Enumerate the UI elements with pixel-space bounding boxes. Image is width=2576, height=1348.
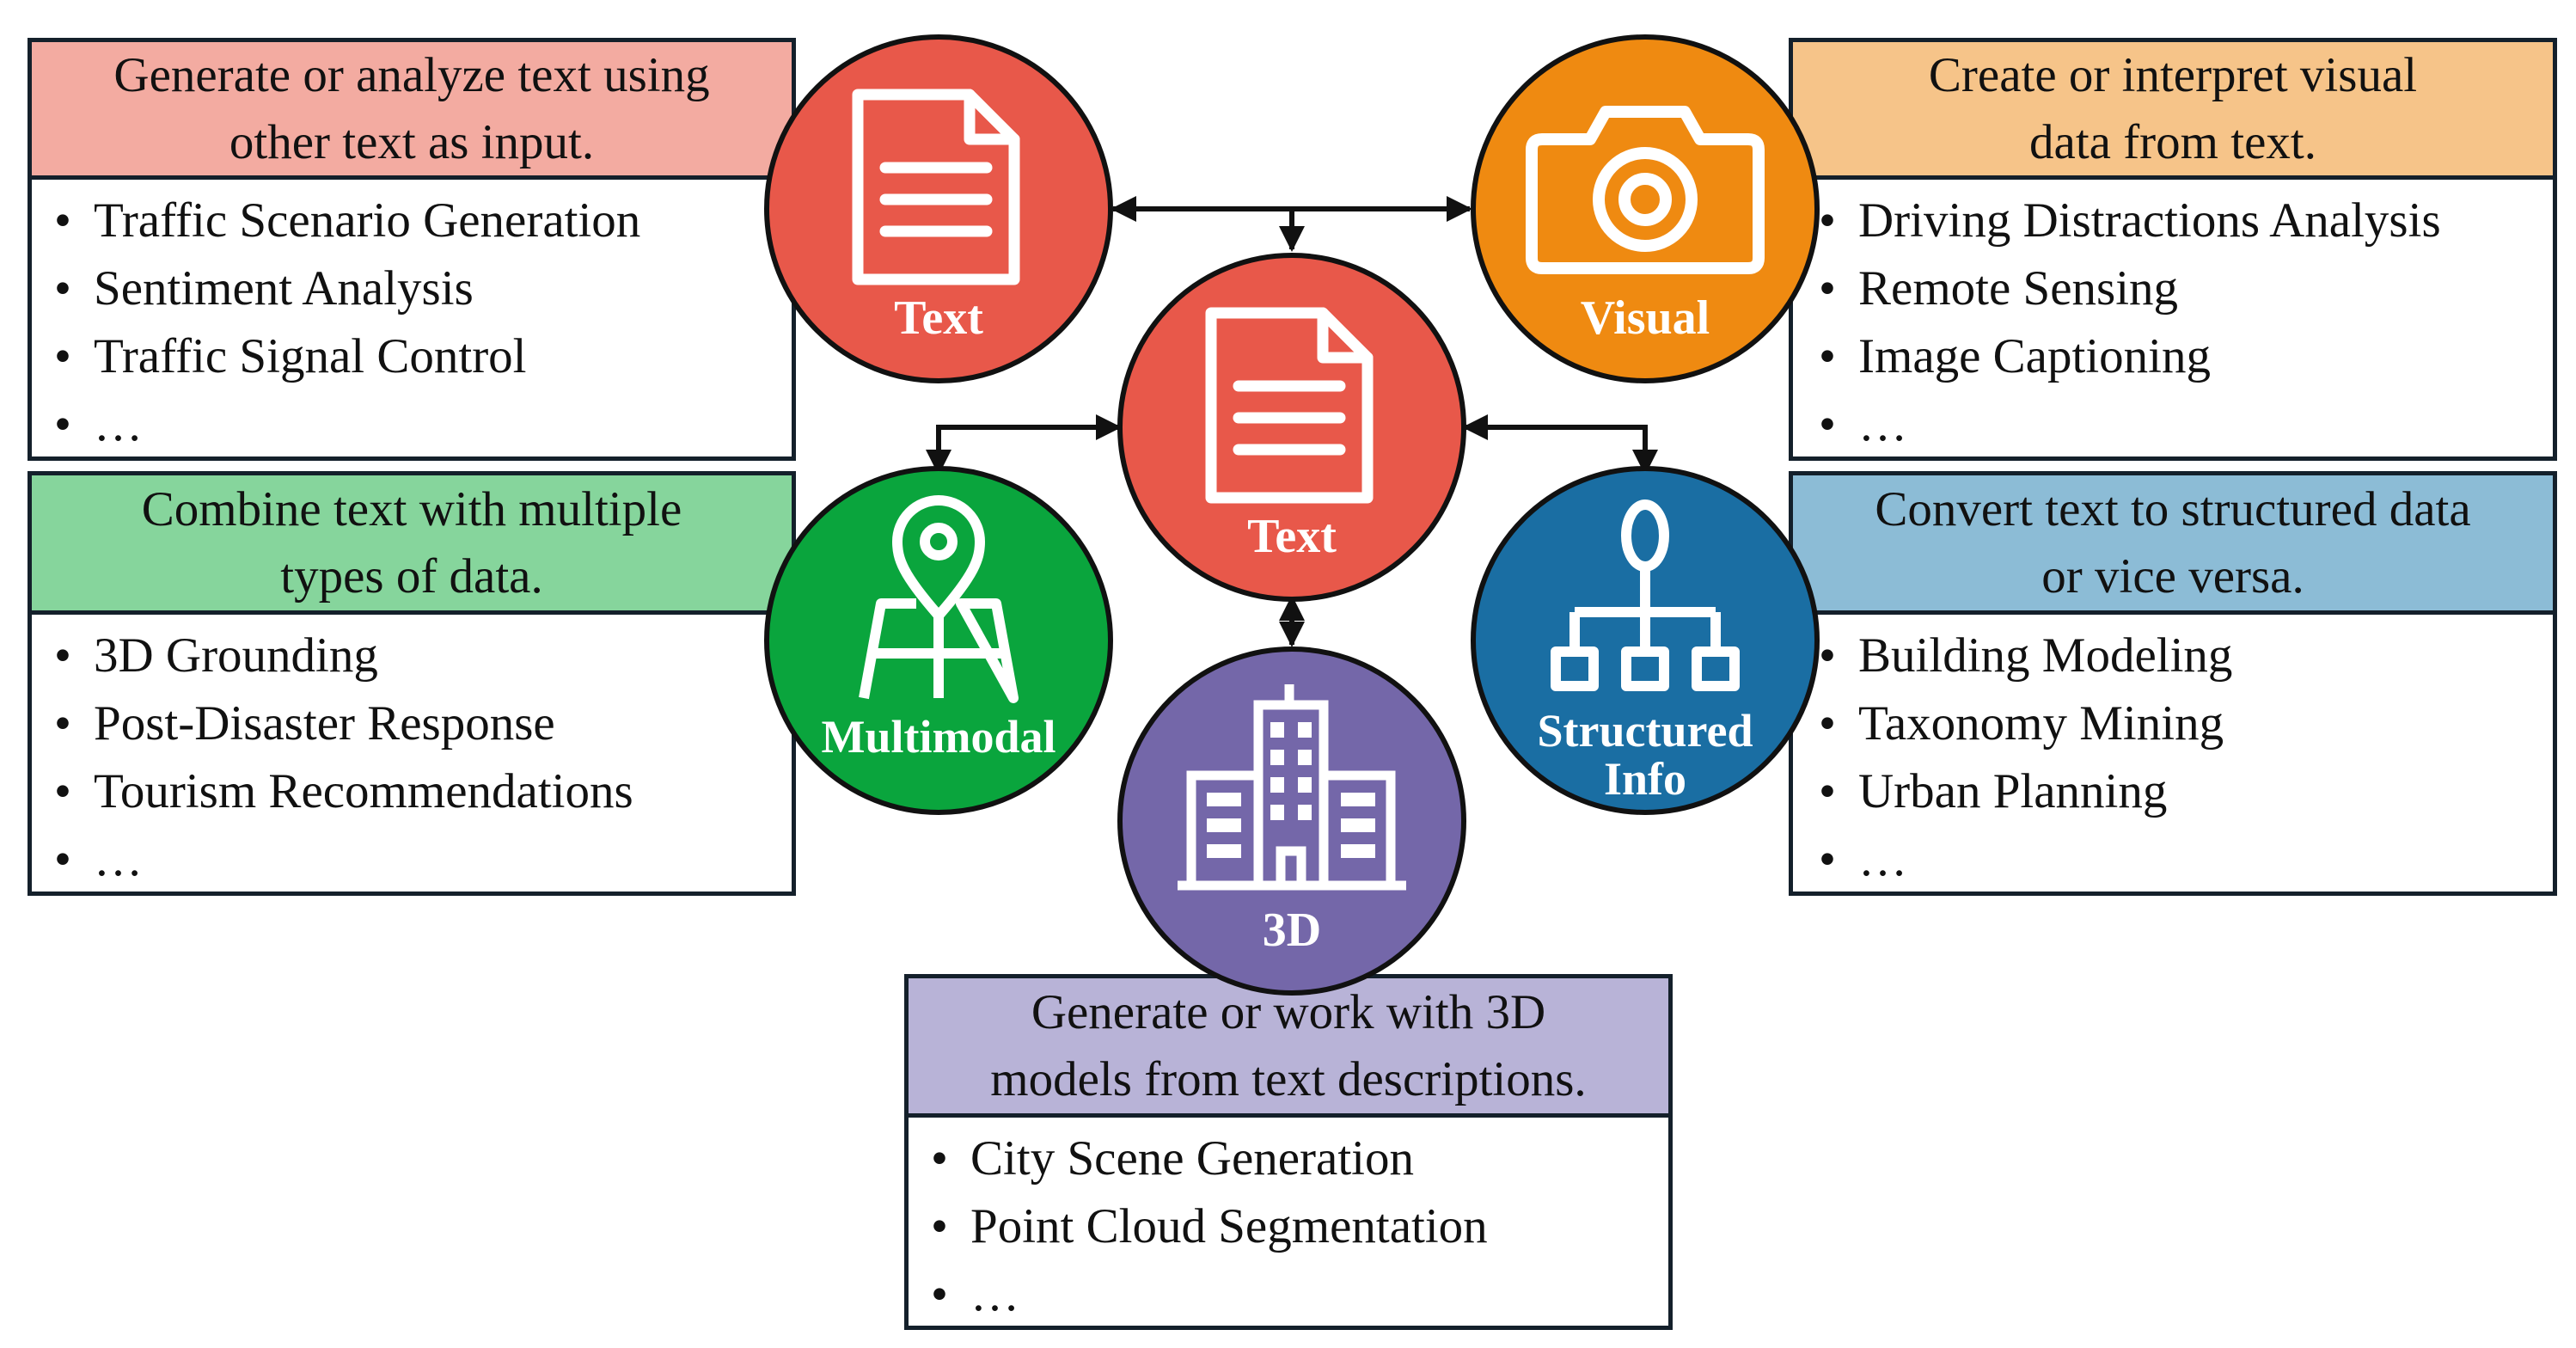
visual-task-list: •Driving Distractions Analysis •Remote S… [1793, 180, 2553, 458]
visual-label: Visual [1581, 291, 1710, 345]
building-icon [1178, 684, 1406, 891]
multimodal-task-heading: Combine text with multiple types of data… [32, 475, 792, 615]
structured-task-list: •Building Modeling •Taxonomy Mining •Urb… [1793, 615, 2553, 893]
connector-arrows [926, 196, 1658, 647]
multimodal-task-list: •3D Grounding •Post-Disaster Response •T… [32, 615, 792, 893]
list-item: •Taxonomy Mining [1819, 696, 2224, 751]
list-item: •Post-Disaster Response [54, 696, 555, 751]
list-item: •Traffic Scenario Generation [54, 193, 641, 248]
three-d-task-list: •City Scene Generation •Point Cloud Segm… [909, 1118, 1668, 1328]
visual-task-heading-line1: Create or interpret visual [1928, 47, 2418, 102]
text-task-list: •Traffic Scenario Generation •Sentiment … [32, 180, 792, 458]
list-item: •3D Grounding [54, 628, 378, 683]
document-icon [1205, 307, 1374, 504]
multimodal-task-heading-line1: Combine text with multiple [141, 481, 682, 536]
document-icon [852, 89, 1020, 285]
visual-task-heading-line2: data from text. [2029, 114, 2316, 169]
multimodal-label: Multimodal [821, 711, 1055, 763]
list-item: •Tourism Recommendations [54, 764, 633, 818]
list-item: •… [931, 1267, 1019, 1321]
three-d-task-heading: Generate or work with 3D models from tex… [909, 978, 1668, 1118]
three-d-label: 3D [1263, 904, 1321, 957]
structured-task-heading-line1: Convert text to structured data [1875, 481, 2471, 536]
camera-icon [1526, 106, 1765, 274]
multimodal-task-heading-line2: types of data. [280, 548, 543, 604]
list-item: •Sentiment Analysis [54, 261, 474, 316]
structured-label-line1: Structured [1538, 705, 1753, 757]
text-top-label: Text [894, 291, 983, 345]
list-item: •Driving Distractions Analysis [1819, 193, 2441, 248]
building-windows [1207, 722, 1375, 858]
structured-circle: Structured Info [1471, 466, 1820, 815]
visual-task-box: Create or interpret visual data from tex… [1789, 38, 2557, 461]
structured-task-heading-line2: or vice versa. [2041, 548, 2304, 604]
text-task-box: Generate or analyze text using other tex… [28, 38, 796, 461]
list-item: •Image Captioning [1819, 329, 2211, 383]
text-circle-top: Text [764, 34, 1113, 383]
list-item: •Traffic Signal Control [54, 329, 527, 383]
arrow-center-structured [1462, 414, 1658, 475]
text-task-heading: Generate or analyze text using other tex… [32, 42, 792, 180]
text-task-heading-line2: other text as input. [229, 114, 595, 169]
list-item: •… [1819, 397, 1907, 451]
list-item: •… [54, 397, 143, 451]
structured-label-line2: Info [1604, 753, 1686, 805]
three-d-circle: 3D [1117, 646, 1466, 996]
multimodal-circle: Multimodal [764, 466, 1113, 815]
map-pin-icon [859, 495, 1019, 703]
list-item: •… [1819, 832, 1907, 886]
multimodal-task-box: Combine text with multiple types of data… [28, 471, 796, 896]
text-center-label: Text [1247, 510, 1337, 563]
visual-circle: Visual [1471, 34, 1820, 383]
list-item: •… [54, 832, 143, 886]
structured-task-box: Convert text to structured data or vice … [1789, 471, 2557, 896]
list-item: •Point Cloud Segmentation [931, 1199, 1488, 1253]
list-item: •Remote Sensing [1819, 261, 2179, 316]
structured-task-heading: Convert text to structured data or vice … [1793, 475, 2553, 615]
arrow-center-multimodal [926, 414, 1122, 475]
hierarchy-icon [1551, 499, 1740, 691]
list-item: •City Scene Generation [931, 1131, 1415, 1186]
list-item: •Urban Planning [1819, 764, 2168, 818]
text-task-heading-line1: Generate or analyze text using [113, 47, 710, 102]
visual-task-heading: Create or interpret visual data from tex… [1793, 42, 2553, 180]
text-circle-center: Text [1117, 253, 1466, 602]
three-d-task-heading-line2: models from text descriptions. [990, 1051, 1587, 1106]
list-item: •Building Modeling [1819, 628, 2233, 683]
